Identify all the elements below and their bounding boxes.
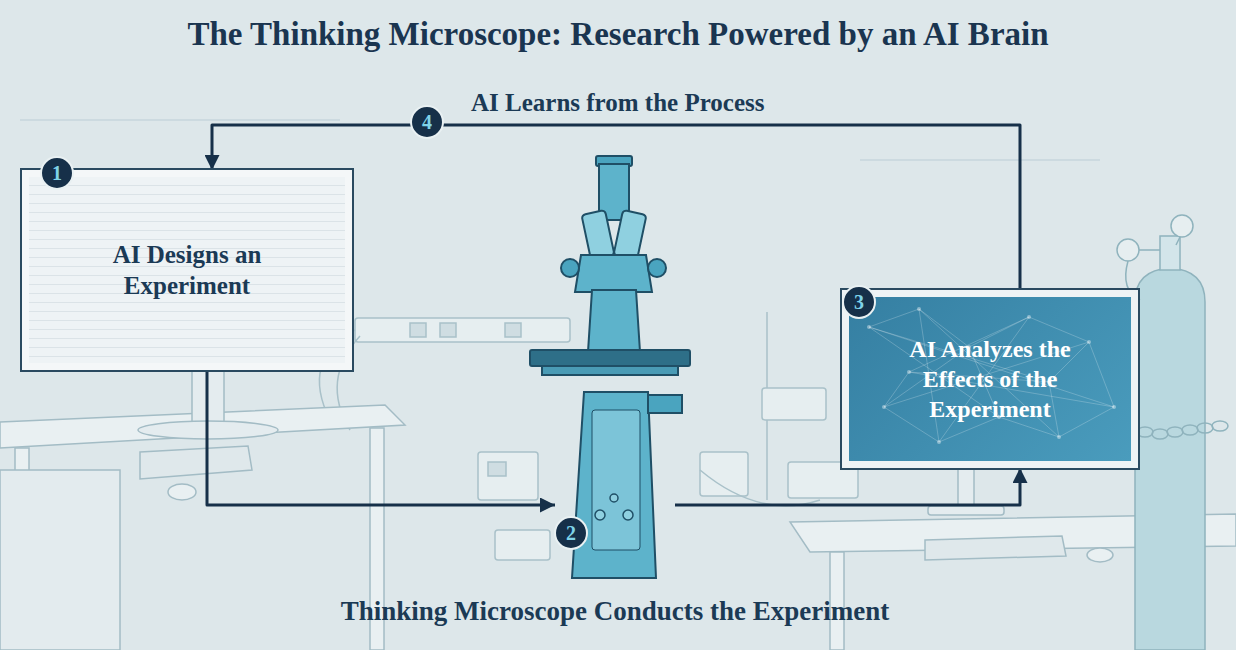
step-caption: Thinking Microscope Conducts the Experim… bbox=[341, 596, 890, 627]
flow-arrow bbox=[675, 468, 1020, 505]
callout-number: 4 bbox=[410, 105, 444, 139]
network-dot bbox=[937, 440, 941, 444]
network-dot bbox=[907, 370, 911, 374]
network-dot bbox=[882, 405, 886, 409]
drawing-part bbox=[440, 323, 456, 337]
drawing-part bbox=[168, 484, 196, 500]
edge-label: AI Learns from the Process bbox=[467, 89, 768, 117]
network-dot bbox=[1112, 405, 1116, 409]
network-line bbox=[1059, 407, 1114, 437]
network-dot bbox=[1057, 435, 1061, 439]
drawing-part bbox=[530, 350, 690, 366]
drawing-part bbox=[1160, 236, 1180, 270]
drawing-part bbox=[648, 259, 666, 277]
drawing-part bbox=[0, 470, 120, 650]
drawing-part bbox=[700, 452, 748, 496]
drawing-part bbox=[860, 159, 1100, 161]
flow-arrow bbox=[207, 370, 555, 505]
screen-text: AI Designs an Experiment bbox=[111, 239, 263, 302]
callout-number: 3 bbox=[842, 285, 876, 319]
network-line bbox=[884, 372, 909, 407]
drawing-part bbox=[928, 506, 1004, 515]
drawing-part bbox=[623, 510, 633, 520]
drawing-part bbox=[1117, 239, 1139, 261]
drawing-part bbox=[581, 210, 614, 260]
drawing-part bbox=[592, 410, 640, 550]
drawing-part bbox=[1152, 429, 1168, 439]
drawing-part bbox=[1139, 237, 1180, 250]
drawing-part bbox=[561, 259, 579, 277]
drawing-part bbox=[1212, 421, 1228, 431]
drawing-part bbox=[925, 536, 1066, 560]
screen-text: AI Analyzes the Effects of the Experimen… bbox=[888, 334, 1093, 424]
callout-number: 2 bbox=[554, 516, 588, 550]
callout-number: 1 bbox=[40, 156, 74, 190]
design-screen: AI Designs an Experiment bbox=[22, 170, 352, 370]
drawing-part bbox=[355, 318, 570, 342]
back-equipment bbox=[20, 120, 1100, 560]
microscope-drawing bbox=[530, 156, 690, 578]
drawing-part bbox=[488, 462, 506, 476]
diagram-title: The Thinking Microscope: Research Powere… bbox=[0, 16, 1236, 53]
drawing-part bbox=[410, 323, 426, 337]
drawing-part bbox=[1197, 423, 1213, 433]
drawing-part bbox=[1087, 548, 1113, 562]
drawing-part bbox=[1137, 427, 1153, 437]
drawing-part bbox=[495, 530, 550, 560]
drawing-part bbox=[1171, 215, 1193, 237]
analysis-screen: AI Analyzes the Effects of the Experimen… bbox=[842, 290, 1138, 468]
drawing-part bbox=[588, 290, 640, 352]
drawing-part bbox=[613, 210, 646, 260]
drawing-part bbox=[762, 388, 826, 420]
drawing-part bbox=[700, 470, 820, 506]
network-line bbox=[869, 309, 919, 327]
drawing-part bbox=[610, 494, 618, 502]
drawing-part bbox=[1135, 268, 1205, 650]
drawing-part bbox=[958, 468, 974, 508]
drawing-part bbox=[20, 119, 340, 121]
drawing-part bbox=[595, 510, 605, 520]
drawing-part bbox=[572, 392, 656, 578]
drawing-part bbox=[542, 366, 678, 375]
network-line bbox=[1089, 342, 1114, 407]
drawing-part bbox=[1167, 427, 1183, 437]
drawing-part bbox=[478, 452, 538, 500]
drawing-part bbox=[505, 323, 521, 337]
drawing-part bbox=[575, 255, 652, 292]
drawing-part bbox=[648, 395, 682, 413]
drawing-part bbox=[1182, 425, 1198, 435]
drawing-part bbox=[140, 446, 252, 479]
